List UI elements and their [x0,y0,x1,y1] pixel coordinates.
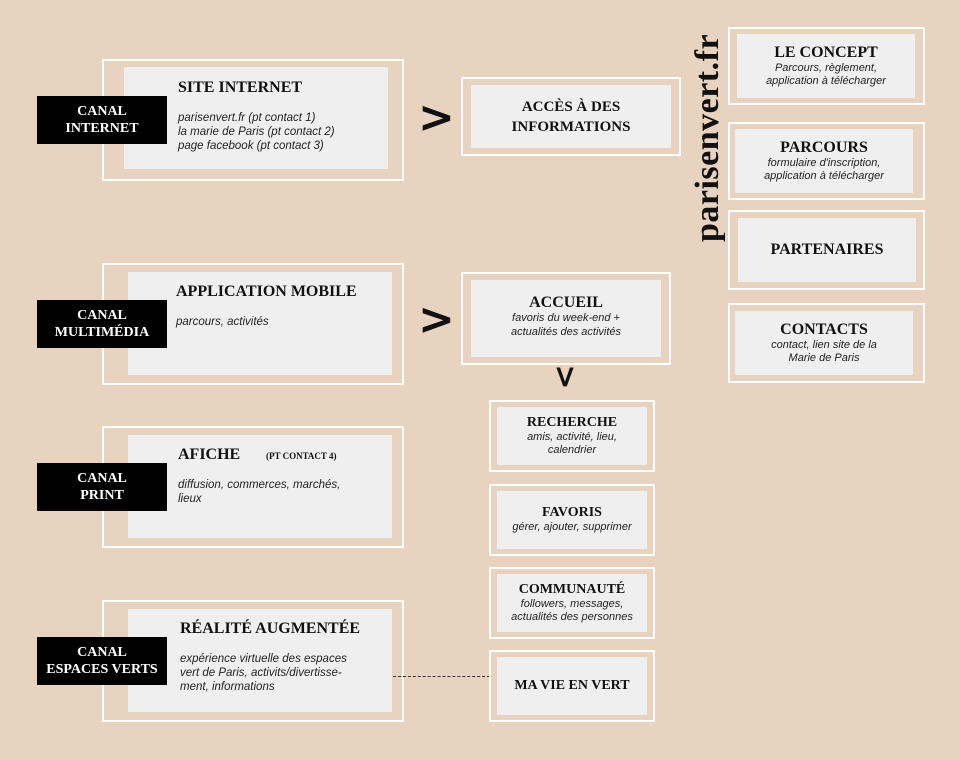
screen-panel-favoris: FAVORIS gérer, ajouter, supprimer [497,491,647,549]
brand-title: parisenvert.fr [689,33,726,243]
page-frame-contacts [728,303,925,383]
acces-title: ACCÈS À DES INFORMATIONS [512,97,631,137]
screen-desc-recherche: amis, activité, lieu, calendrier [527,431,617,458]
desc-line: diffusion, commerces, marchés, [178,479,341,491]
desc-line: application à télécharger [766,75,886,87]
page-desc-le-concept: Parcours, règlement, application à téléc… [766,62,886,89]
canal-line: CANAL [77,471,127,486]
screen-title-ma-vie-en-vert: MA VIE EN VERT [514,678,630,693]
arrow-internet-to-acces: > [418,92,455,143]
accueil-desc: favoris du week-end + actualités des act… [511,312,621,339]
desc-line: followers, messages, [520,597,624,610]
screen-panel-communaute: COMMUNAUTÉ followers, messages, actualit… [497,574,647,632]
acces-panel: ACCÈS À DES INFORMATIONS [471,85,671,148]
desc-line: parisenvert.fr (pt contact 1) [178,112,316,124]
desc-line: actualités des activités [510,325,622,338]
source-tag-afiche: (PT CONTACT 4) [266,451,337,461]
canal-internet: CANAL INTERNET [37,96,167,144]
page-panel-contacts: CONTACTS contact, lien site de la Marie … [735,311,913,375]
canal-print: CANAL PRINT [37,463,167,511]
source-desc-realite-augmentee: expérience virtuelle des espaces vert de… [180,652,385,694]
source-panel-site-internet [124,67,388,169]
acces-frame [461,77,681,156]
desc-line: calendrier [547,444,597,456]
canal-line: INTERNET [65,121,139,136]
canal-line: ESPACES VERTS [46,662,158,677]
desc-line: Marie de Paris [788,352,860,364]
accueil-frame [461,272,671,365]
source-desc-site-internet: parisenvert.fr (pt contact 1) la marie d… [178,111,383,153]
desc-line: favoris du week-end + [512,312,620,324]
page-frame-partenaires [728,210,925,290]
canal-line: CANAL [77,645,127,660]
arrow-accueil-down: > [547,364,583,390]
acces-line: ACCÈS À DES [521,98,621,115]
desc-line: parcours, activités [176,316,269,328]
canal-line: CANAL [77,308,127,323]
screen-frame-favoris [489,484,655,556]
arrow-mobile-to-accueil: > [418,294,455,345]
canal-line: CANAL [77,104,127,119]
desc-line: lieux [178,493,202,505]
page-title-le-concept: LE CONCEPT [774,43,878,61]
page-title-contacts: CONTACTS [780,320,868,338]
screen-panel-recherche: RECHERCHE amis, activité, lieu, calendri… [497,407,647,465]
dashed-connector [393,676,490,677]
source-title-afiche: AFICHE [178,446,241,463]
page-frame-le-concept [728,27,925,105]
desc-line: la marie de Paris (pt contact 2) [178,126,335,138]
canal-line: PRINT [80,488,124,503]
screen-title-favoris: FAVORIS [542,505,602,521]
acces-line: INFORMATIONS [511,118,631,135]
page-panel-partenaires: PARTENAIRES [738,218,916,282]
desc-line: contact, lien site de la [771,338,877,351]
source-panel-realite-augmentee [128,609,392,712]
screen-desc-favoris: gérer, ajouter, supprimer [512,521,631,535]
page-panel-le-concept: LE CONCEPT Parcours, règlement, applicat… [737,34,915,98]
desc-line: formulaire d'inscription, [767,156,881,169]
canal-espaces-verts: CANAL ESPACES VERTS [37,637,167,685]
desc-line: application à télécharger [764,170,884,182]
desc-line: page facebook (pt contact 3) [178,140,324,152]
desc-line: Parcours, règlement, [774,61,878,74]
desc-line: gérer, ajouter, supprimer [512,521,632,534]
canal-multimedia: CANAL MULTIMÉDIA [37,300,167,348]
screen-frame-recherche [489,400,655,472]
source-desc-afiche: diffusion, commerces, marchés, lieux [178,478,383,506]
screen-frame-ma-vie-en-vert [489,650,655,722]
source-panel-application-mobile [128,272,392,375]
accueil-panel: ACCUEIL favoris du week-end + actualités… [471,280,661,357]
screen-desc-communaute: followers, messages, actualités des pers… [511,598,633,625]
desc-line: actualités des personnes [511,611,633,623]
canal-line: MULTIMÉDIA [54,325,150,340]
page-title-partenaires: PARTENAIRES [770,241,884,258]
accueil-title: ACCUEIL [529,294,603,311]
page-title-parcours: PARCOURS [780,138,868,156]
source-title-realite-augmentee: RÉALITÉ AUGMENTÉE [180,620,361,637]
page-frame-parcours [728,122,925,200]
desc-line: amis, activité, lieu, [527,430,617,443]
screen-title-recherche: RECHERCHE [526,414,618,430]
source-title-site-internet: SITE INTERNET [178,79,303,96]
screen-frame-communaute [489,567,655,639]
source-panel-afiche [128,435,392,538]
source-desc-application-mobile: parcours, activités [176,315,381,329]
screen-panel-ma-vie-en-vert: MA VIE EN VERT [497,657,647,715]
page-panel-parcours: PARCOURS formulaire d'inscription, appli… [735,129,913,193]
page-desc-parcours: formulaire d'inscription, application à … [764,157,884,184]
screen-title-communaute: COMMUNAUTÉ [518,581,626,597]
source-title-application-mobile: APPLICATION MOBILE [176,283,357,300]
page-desc-contacts: contact, lien site de la Marie de Paris [771,339,877,366]
desc-line: expérience virtuelle des espaces [180,653,347,665]
desc-line: ment, informations [180,681,275,693]
desc-line: vert de Paris, activits/divertisse- [180,667,342,679]
